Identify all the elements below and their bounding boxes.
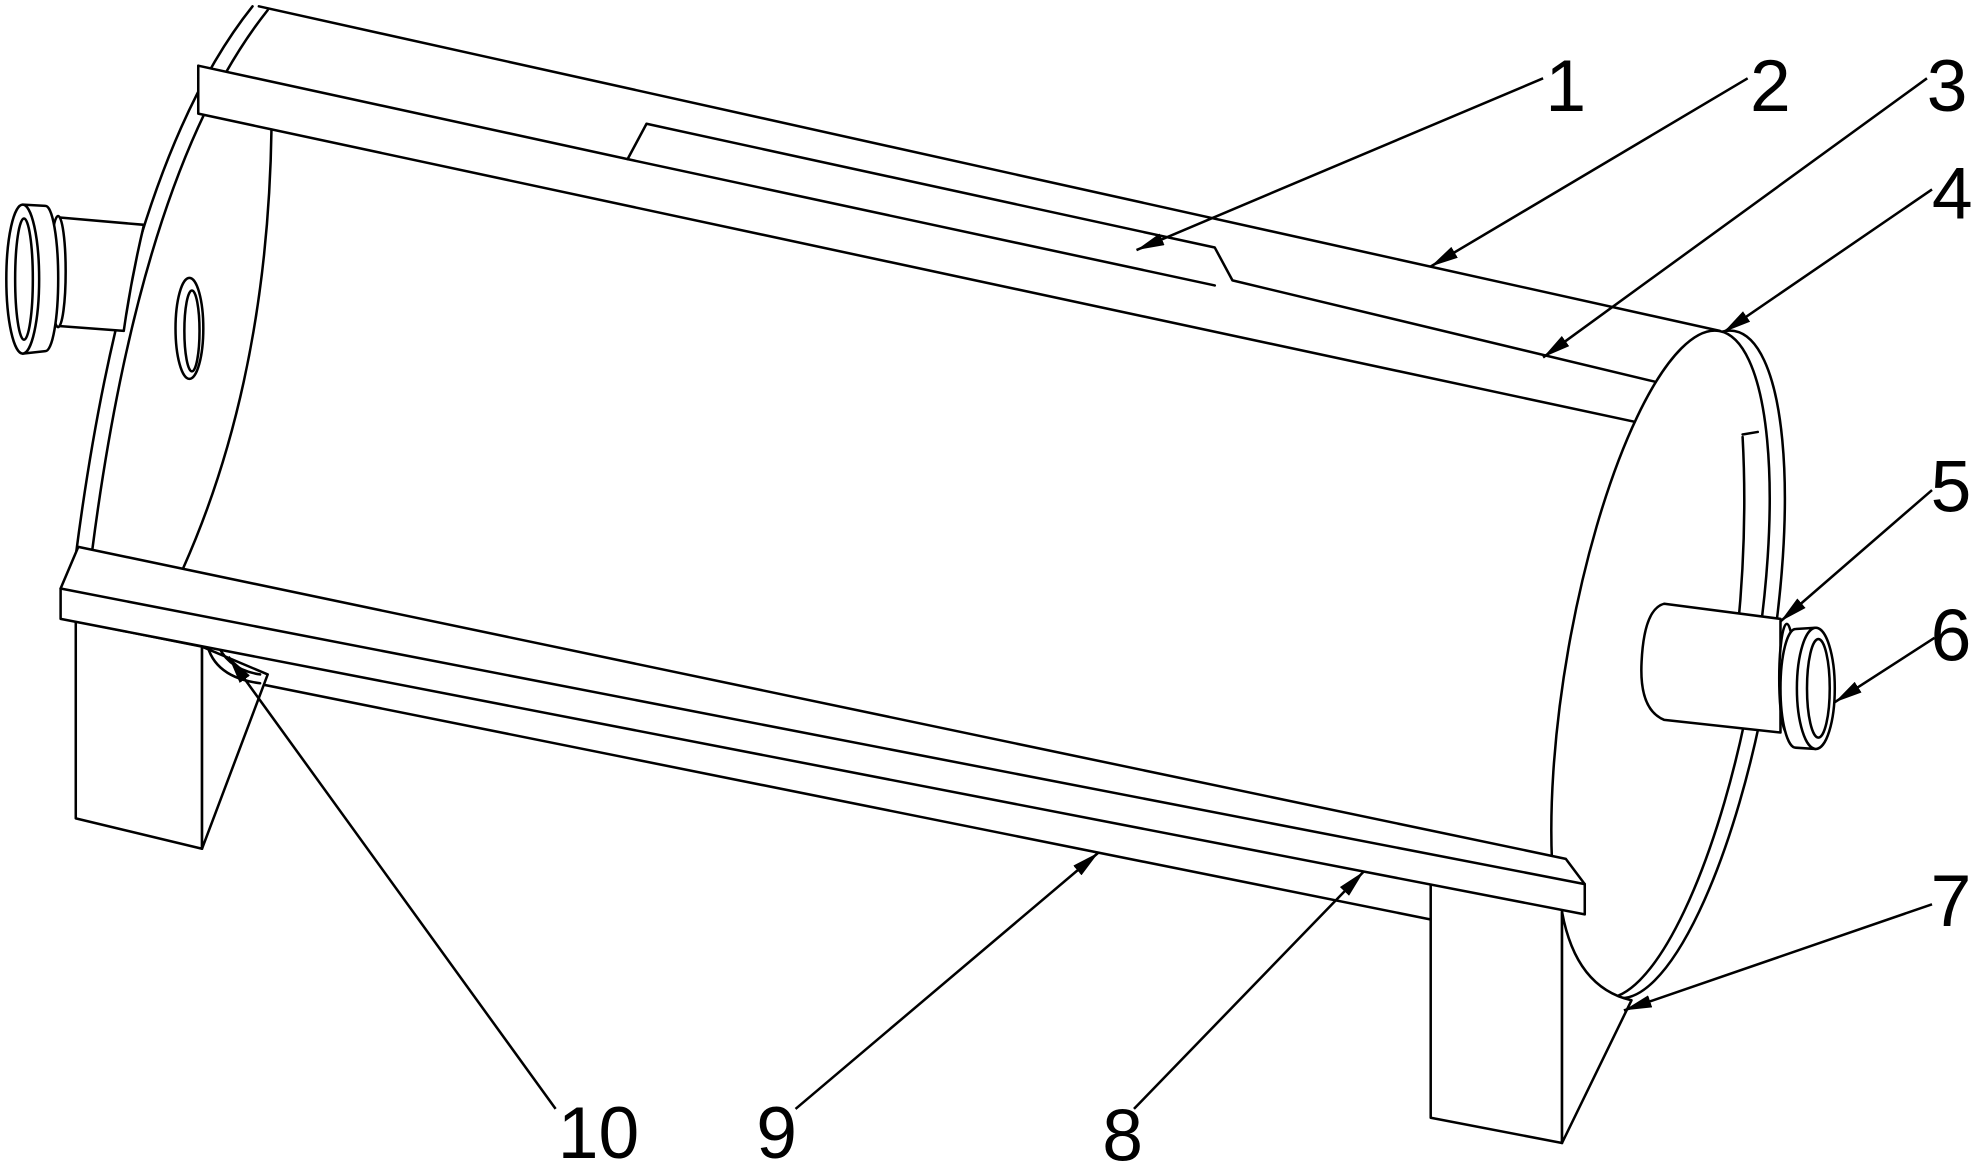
left-inner-face-arc bbox=[181, 127, 273, 570]
left-cap-hole bbox=[174, 276, 205, 381]
right-shaft bbox=[1640, 602, 1782, 734]
leader-line-3 bbox=[1542, 77, 1928, 359]
left-shaft-assembly bbox=[5, 203, 146, 355]
left-knob-face-ring bbox=[13, 217, 35, 342]
callout-label-5: 5 bbox=[1931, 446, 1972, 528]
lower-lip bbox=[59, 545, 1587, 916]
leader-line-9 bbox=[794, 851, 1100, 1110]
top-rail-strip bbox=[196, 64, 1666, 430]
leader-line-7 bbox=[1623, 903, 1933, 1012]
leader-line-1 bbox=[1135, 77, 1544, 252]
left-end-cap-outer-arc bbox=[74, 5, 254, 557]
callout-label-3: 3 bbox=[1927, 45, 1968, 127]
leader-line-4 bbox=[1722, 188, 1933, 334]
leader-line-5 bbox=[1779, 489, 1933, 623]
lower-lip-outline bbox=[59, 545, 1587, 916]
callout-label-10: 10 bbox=[558, 1092, 639, 1167]
right-knob-face-ring bbox=[1805, 637, 1831, 739]
callout-labels: 1 2 3 4 5 6 7 8 9 10 bbox=[558, 45, 1973, 1167]
leader-line-10 bbox=[227, 656, 557, 1110]
callout-label-7: 7 bbox=[1931, 860, 1972, 942]
leader-lines bbox=[227, 77, 1936, 1110]
right-end-cap-tab bbox=[1741, 430, 1760, 436]
callout-label-8: 8 bbox=[1102, 1095, 1143, 1167]
left-cap-hole-inner bbox=[183, 289, 201, 373]
right-end-cap-seam bbox=[1736, 435, 1746, 633]
leader-line-2 bbox=[1430, 77, 1749, 268]
right-leg-front-face bbox=[1429, 882, 1564, 1145]
leader-line-8 bbox=[1133, 870, 1365, 1110]
callout-label-6: 6 bbox=[1931, 595, 1972, 677]
callout-label-1: 1 bbox=[1545, 45, 1586, 127]
left-end-cap-rim-arc bbox=[90, 8, 269, 552]
left-knob-face bbox=[5, 203, 41, 355]
callout-label-9: 9 bbox=[756, 1092, 797, 1167]
left-shaft bbox=[55, 215, 146, 333]
cylinder-body bbox=[74, 5, 1722, 570]
callout-label-2: 2 bbox=[1750, 45, 1791, 127]
callout-label-4: 4 bbox=[1932, 152, 1973, 234]
trough-underside-edge bbox=[248, 680, 1432, 921]
left-leg-front-face bbox=[74, 620, 204, 850]
top-rail-raised-block-edge bbox=[626, 157, 1217, 287]
leader-line-6 bbox=[1834, 636, 1936, 704]
body-top-edge bbox=[257, 5, 1722, 333]
left-support-leg bbox=[74, 620, 269, 850]
lower-lip-front-edge bbox=[59, 587, 1587, 886]
